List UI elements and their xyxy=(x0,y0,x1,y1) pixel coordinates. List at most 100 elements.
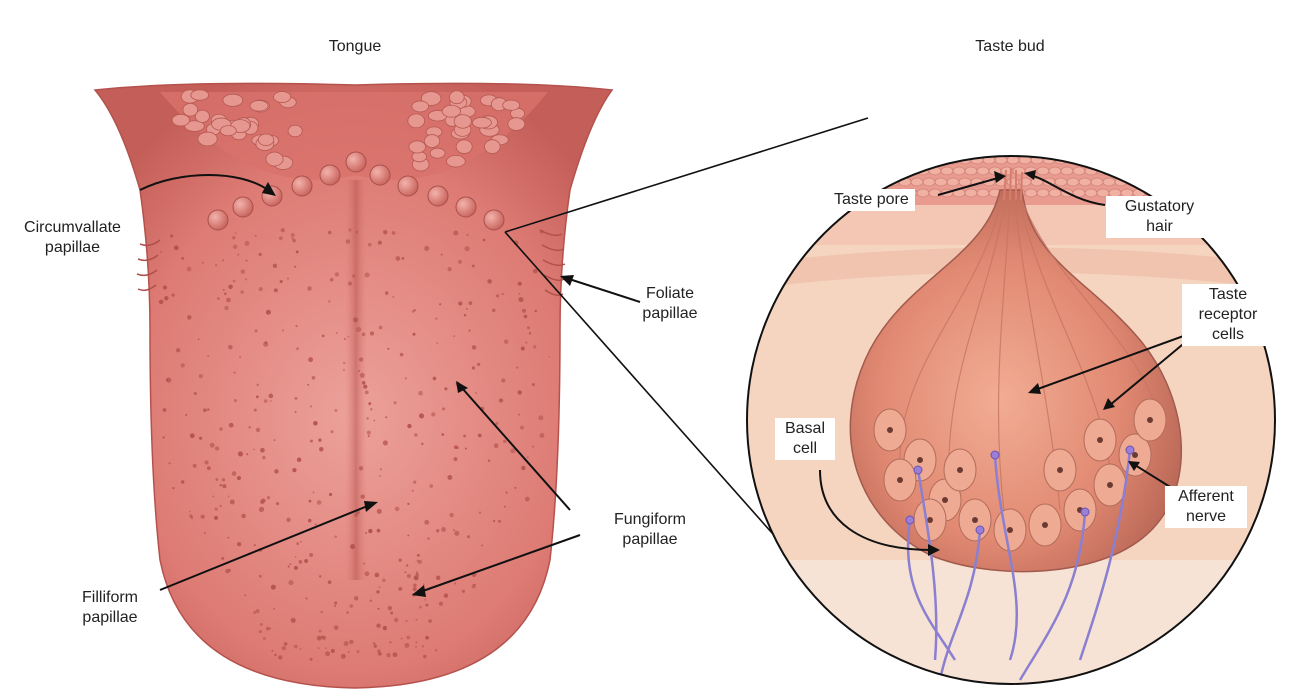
fungiform-dot xyxy=(375,573,380,578)
fungiform-dot xyxy=(360,373,365,378)
fungiform-dot xyxy=(259,575,262,578)
fungiform-label: Fungiform papillae xyxy=(595,510,705,550)
fungiform-dot xyxy=(407,503,409,505)
circumvallate-label-line-2: papillae xyxy=(5,238,140,258)
fungiform-dot xyxy=(313,491,315,493)
fungiform-dot xyxy=(159,300,164,305)
fungiform-dot xyxy=(454,531,459,536)
fungiform-dot xyxy=(296,347,299,350)
fungiform-dot xyxy=(404,571,406,573)
fungiform-dot xyxy=(436,529,439,532)
fungiform-dot xyxy=(318,439,321,442)
fungiform-dot xyxy=(373,642,376,645)
epithelial-cell xyxy=(857,167,869,175)
circumvallate-label: Circumvallate papillae xyxy=(5,218,140,258)
epithelial-cell xyxy=(1055,178,1067,186)
fungiform-dot xyxy=(447,475,452,480)
fungiform-dot xyxy=(244,595,246,597)
fungiform-dot xyxy=(414,433,417,436)
fungiform-dot xyxy=(187,315,192,320)
epithelial-cell xyxy=(1103,156,1115,164)
cell-nucleus xyxy=(972,517,978,523)
fungiform-dot xyxy=(223,289,225,291)
fungiform-dot xyxy=(212,495,214,497)
fungiform-dot xyxy=(322,334,325,337)
epithelial-cell xyxy=(1103,178,1115,186)
fungiform-dot xyxy=(436,576,440,580)
fungiform-dot xyxy=(319,447,323,451)
fungiform-dot xyxy=(453,231,458,236)
epithelial-cell xyxy=(899,156,911,164)
fungiform-dot xyxy=(377,509,382,514)
fungiform-dot xyxy=(220,505,222,507)
fungiform-dot xyxy=(279,236,283,240)
fungiform-dot xyxy=(315,523,317,525)
fungiform-dot xyxy=(334,602,337,605)
fungiform-dot xyxy=(465,246,470,251)
fungiform-dot xyxy=(499,398,503,402)
fungiform-dot xyxy=(286,518,290,522)
fungiform-dot xyxy=(321,635,324,638)
tonsil-bump xyxy=(250,100,268,111)
fungiform-dot xyxy=(367,431,371,435)
epithelial-cell xyxy=(965,167,977,175)
fungiform-dot xyxy=(419,606,422,609)
epithelial-cell xyxy=(911,156,923,164)
fungiform-dot xyxy=(234,372,236,374)
cell-nucleus xyxy=(957,467,963,473)
epithelial-cell xyxy=(911,178,923,186)
foliate-label-line-2: papillae xyxy=(625,304,715,324)
fungiform-dot xyxy=(422,645,424,647)
fungiform-dot xyxy=(392,296,394,298)
fungiform-dot xyxy=(450,513,454,517)
fungiform-dot xyxy=(269,394,274,399)
fungiform-dot xyxy=(217,297,220,300)
fungiform-dot xyxy=(494,443,499,448)
fungiform-dot xyxy=(415,641,417,643)
fungiform-dot xyxy=(328,231,332,235)
fungiform-dot xyxy=(368,435,370,437)
fungiform-dot xyxy=(414,575,419,580)
fungiform-dot xyxy=(207,408,210,411)
epithelial-cell xyxy=(845,167,857,175)
fungiform-dot xyxy=(224,306,228,310)
cell-nucleus xyxy=(1147,417,1153,423)
epithelial-cell xyxy=(947,178,959,186)
tonsil-bump xyxy=(408,114,425,128)
fungiform-dot xyxy=(163,285,167,289)
fungiform-dot xyxy=(287,277,289,279)
fungiform-dot xyxy=(363,563,365,565)
fungiform-dot xyxy=(348,228,351,231)
epithelial-cell xyxy=(851,156,863,164)
fungiform-dot xyxy=(355,231,358,234)
fungiform-dot xyxy=(240,290,243,293)
fungiform-dot xyxy=(444,387,447,390)
circumvallate-papilla xyxy=(292,176,312,196)
epithelial-cell xyxy=(1037,189,1049,197)
fungiform-dot xyxy=(215,507,218,510)
fungiform-dot xyxy=(505,492,507,494)
epithelial-cell xyxy=(1139,178,1151,186)
fungiform-dot xyxy=(493,520,495,522)
fungiform-dot xyxy=(395,507,400,512)
fungiform-dot xyxy=(346,611,349,614)
fungiform-dot xyxy=(519,293,521,295)
epithelial-cell xyxy=(929,189,941,197)
fungiform-dot xyxy=(387,348,389,350)
fungiform-dot xyxy=(392,231,396,235)
fungiform-dot xyxy=(383,626,387,630)
fungiform-dot xyxy=(310,405,312,407)
fungiform-dot xyxy=(463,435,466,438)
fungiform-dot xyxy=(260,500,264,504)
fungiform-dot xyxy=(222,478,225,481)
epithelial-cell xyxy=(887,156,899,164)
fungiform-dot xyxy=(215,478,218,481)
fungiform-dot xyxy=(233,280,236,283)
fungiform-dot xyxy=(495,422,498,425)
fungiform-dot xyxy=(172,487,174,489)
fungiform-dot xyxy=(310,440,313,443)
fungiform-dot xyxy=(207,466,211,470)
fungiform-dot xyxy=(529,332,531,334)
fungiform-dot xyxy=(368,243,372,247)
fungiform-dot xyxy=(481,545,483,547)
